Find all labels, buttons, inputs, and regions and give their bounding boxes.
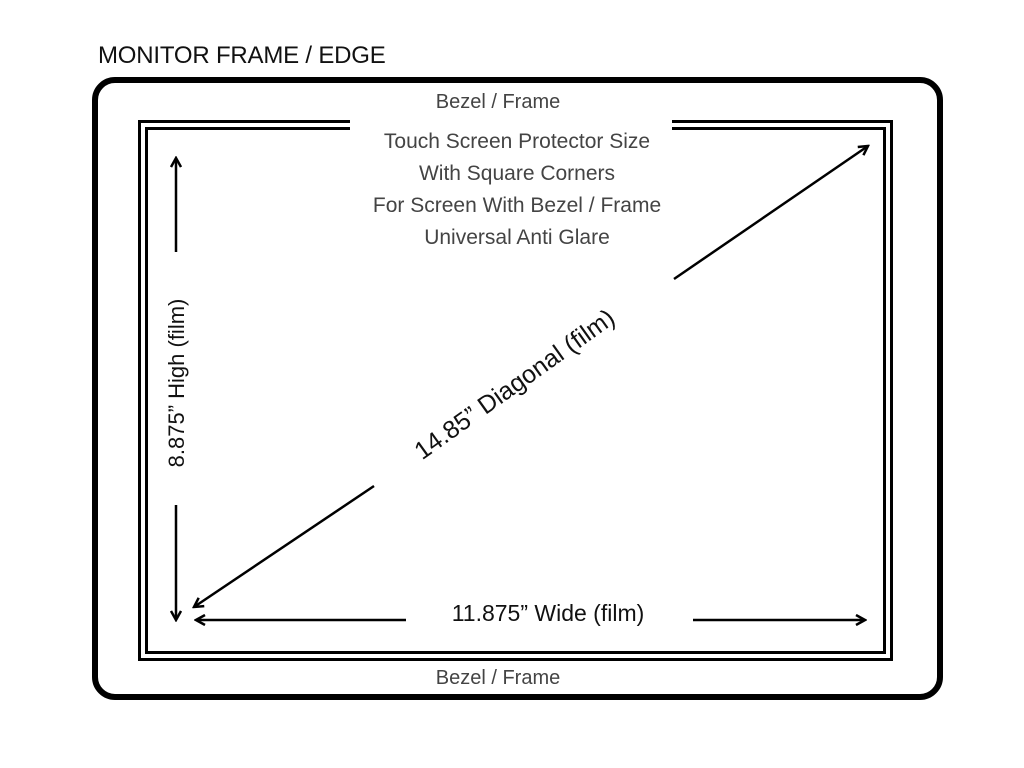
bezel-label-bottom: Bezel / Frame [435,667,561,689]
description-line: Touch Screen Protector Size [383,130,651,153]
diagram-title: MONITOR FRAME / EDGE [98,42,386,69]
screen-outer-border [138,120,893,661]
product-description: Touch Screen Protector Size With Square … [340,126,694,254]
description-line: With Square Corners [418,162,616,185]
monitor-frame [92,77,943,700]
diagonal-arrow [194,146,868,607]
description-line: Universal Anti Glare [424,226,610,249]
width-dimension-label: 11.875” Wide (film) [451,600,645,626]
height-dimension-label: 8.875” High (film) [164,298,189,468]
protector-film-border [145,127,886,654]
description-line: For Screen With Bezel / Frame [372,194,662,217]
bezel-label-top: Bezel / Frame [435,91,561,113]
